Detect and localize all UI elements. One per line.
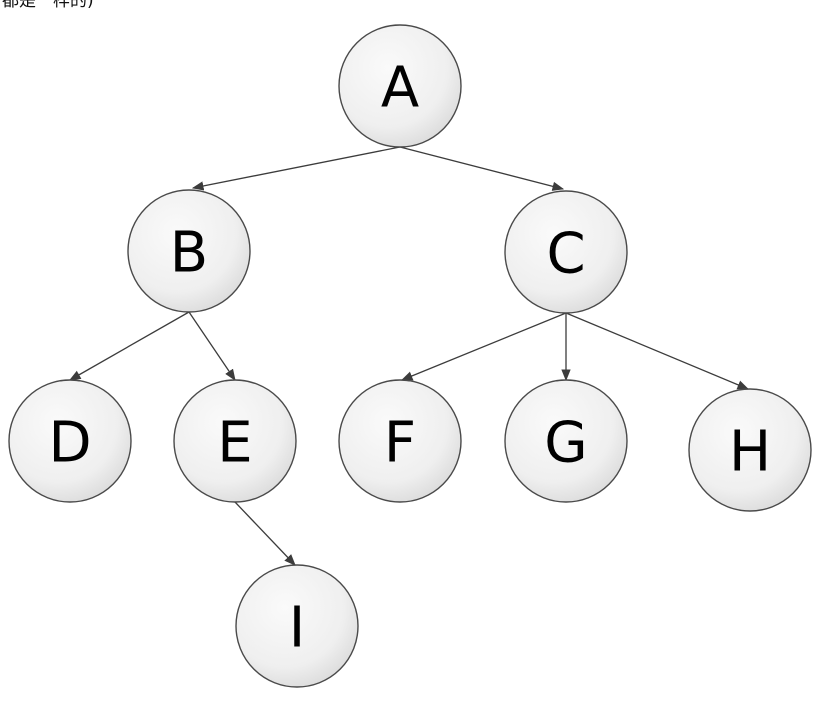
node-circle-e: [173, 379, 297, 503]
node-circle-c: [504, 190, 628, 314]
node-label-c: C: [546, 222, 585, 287]
node-g: G: [504, 379, 628, 503]
node-label-d: D: [48, 411, 91, 476]
node-label-f: F: [384, 411, 416, 476]
node-label-g: G: [544, 411, 587, 476]
node-circle-i: [235, 564, 359, 688]
nodes-layer: A B C D E F G H I: [8, 24, 812, 688]
node-h: H: [688, 388, 812, 512]
node-label-a: A: [381, 56, 419, 121]
edge-a-to-b: [191, 146, 401, 191]
node-f: F: [338, 379, 462, 503]
node-circle-b: [127, 189, 251, 313]
node-label-h: H: [729, 420, 771, 485]
header-text-fragment: 都是一样的): [2, 0, 94, 11]
node-label-b: B: [170, 221, 208, 286]
node-label-e: E: [217, 411, 252, 476]
edges-layer: [68, 146, 750, 566]
edge-c-to-f: [400, 312, 567, 381]
node-label-i: I: [289, 596, 306, 661]
edge-a-to-c: [399, 146, 565, 191]
node-i: I: [235, 564, 359, 688]
node-d: D: [8, 379, 132, 503]
edge-b-to-d: [68, 311, 190, 381]
node-circle-a: [338, 24, 462, 148]
edge-c-to-h: [565, 312, 750, 390]
node-circle-f: [338, 379, 462, 503]
edge-b-to-e: [188, 311, 236, 381]
node-e: E: [173, 379, 297, 503]
node-circle-g: [504, 379, 628, 503]
node-a: A: [338, 24, 462, 148]
edge-e-to-i: [234, 501, 296, 566]
node-c: C: [504, 190, 628, 314]
node-circle-h: [688, 388, 812, 512]
node-b: B: [127, 189, 251, 313]
node-circle-d: [8, 379, 132, 503]
